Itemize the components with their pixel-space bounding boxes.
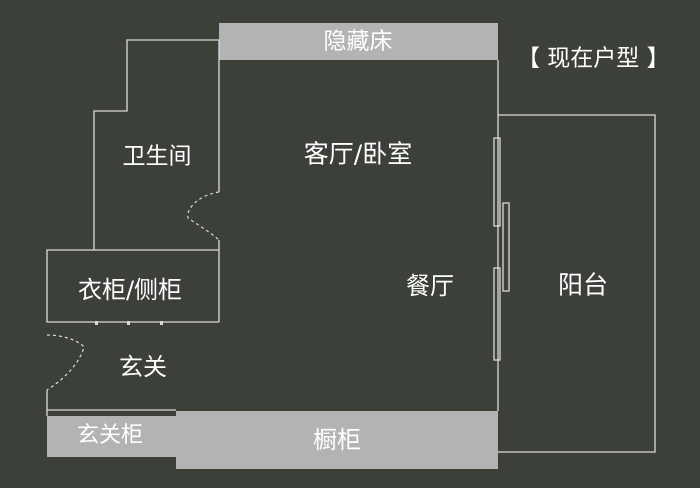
wardrobe-wall: [46, 249, 219, 323]
entrance-cabinet-block: [47, 416, 176, 457]
kitchen-cabinet-block: [176, 411, 498, 469]
room-label-wardrobe: 衣柜/侧柜: [77, 276, 183, 304]
room-label-entrance: 玄关: [119, 353, 167, 381]
room-label-entrance-cabinet: 玄关柜: [76, 423, 144, 448]
entrance-door-swing: [46, 334, 85, 391]
bathroom-wall: [93, 39, 219, 250]
hidden-bed-block: [219, 23, 498, 60]
room-label-kitchen-cabinet: 橱柜: [313, 426, 361, 454]
sliding-door-rail-middle: [502, 202, 510, 292]
sliding-door-rail-upper: [493, 137, 501, 227]
room-label-balcony: 阳台: [557, 270, 609, 300]
sliding-door-rail-lower: [493, 267, 501, 361]
room-label-bathroom: 卫生间: [122, 143, 192, 170]
plan-title: 【 现在户型 】: [517, 45, 670, 72]
bathroom-door-swing: [187, 191, 220, 241]
wardrobe-door-mark: [95, 321, 98, 325]
room-label-dining: 餐厅: [406, 272, 454, 300]
wardrobe-door-mark: [160, 321, 163, 325]
wardrobe-door-mark: [127, 321, 130, 325]
room-label-living-bedroom: 客厅/卧室: [303, 139, 413, 169]
balcony-wall: [498, 114, 656, 453]
room-label-hidden-bed: 隐藏床: [323, 28, 393, 55]
